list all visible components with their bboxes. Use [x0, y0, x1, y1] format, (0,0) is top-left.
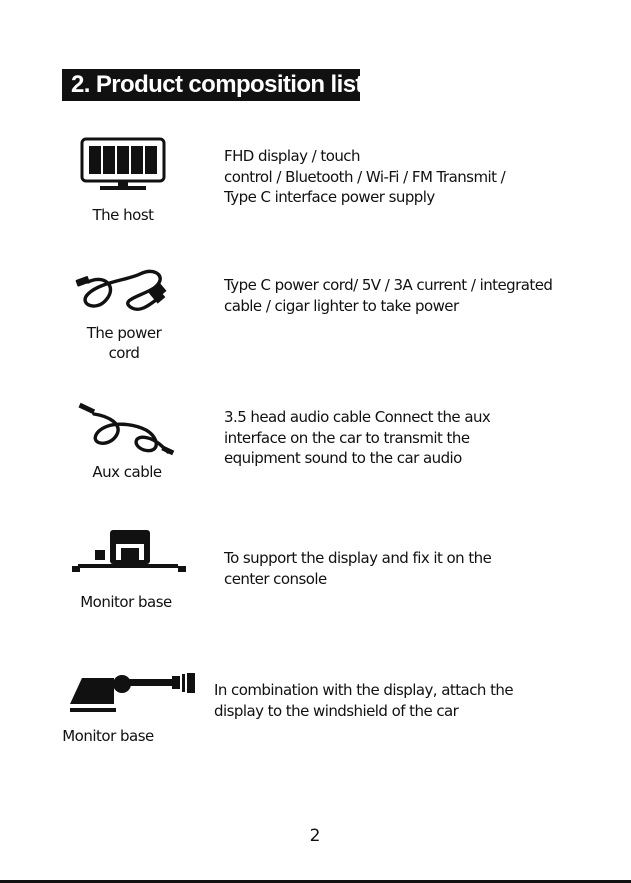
- description-line: cable / cigar lighter to take power: [224, 296, 459, 315]
- description-line: control / Bluetooth / Wi-Fi / FM Transmi…: [224, 167, 506, 186]
- description-line: In combination with the display, attach …: [214, 681, 514, 699]
- windshield-mount-icon: [70, 673, 195, 712]
- item-description-host: FHD display / touch control / Bluetooth …: [224, 146, 506, 208]
- item-description-power-cord: Type C power cord/ 5V / 3A current / int…: [224, 275, 553, 316]
- item-label-aux-cable: Aux cable: [92, 463, 162, 481]
- description-line: Type C power cord/ 5V / 3A current / int…: [224, 276, 553, 294]
- description-line: center console: [224, 569, 327, 588]
- item-label-host: The host: [92, 206, 154, 224]
- description-line: FHD display / touch: [224, 147, 361, 165]
- section-title: 2. Product composition list: [62, 69, 363, 101]
- description-line: 3.5 head audio cable Connect the aux: [224, 408, 491, 426]
- monitor-base-icon: [72, 530, 186, 572]
- description-line: To support the display and fix it on the: [224, 549, 492, 567]
- description-line: display to the windshield of the car: [214, 701, 459, 720]
- bottom-rule: [0, 880, 631, 883]
- label-line: The power: [86, 324, 162, 342]
- label-line: cord: [108, 344, 140, 362]
- item-label-windshield-mount: Monitor base: [62, 727, 154, 745]
- monitor-icon: [80, 137, 166, 190]
- aux-cable-icon: [78, 402, 175, 456]
- page-number: 2: [309, 826, 321, 846]
- power-cord-icon: [75, 269, 167, 311]
- description-line: equipment sound to the car audio: [224, 449, 462, 467]
- description-line: Type C interface power supply: [224, 188, 435, 206]
- item-label-power-cord: The power cord: [74, 323, 174, 363]
- description-line: interface on the car to transmit the: [224, 428, 470, 447]
- item-label-monitor-base: Monitor base: [80, 593, 172, 611]
- item-description-monitor-base: To support the display and fix it on the…: [224, 548, 492, 589]
- item-description-windshield-mount: In combination with the display, attach …: [214, 680, 514, 721]
- item-description-aux-cable: 3.5 head audio cable Connect the aux int…: [224, 407, 491, 469]
